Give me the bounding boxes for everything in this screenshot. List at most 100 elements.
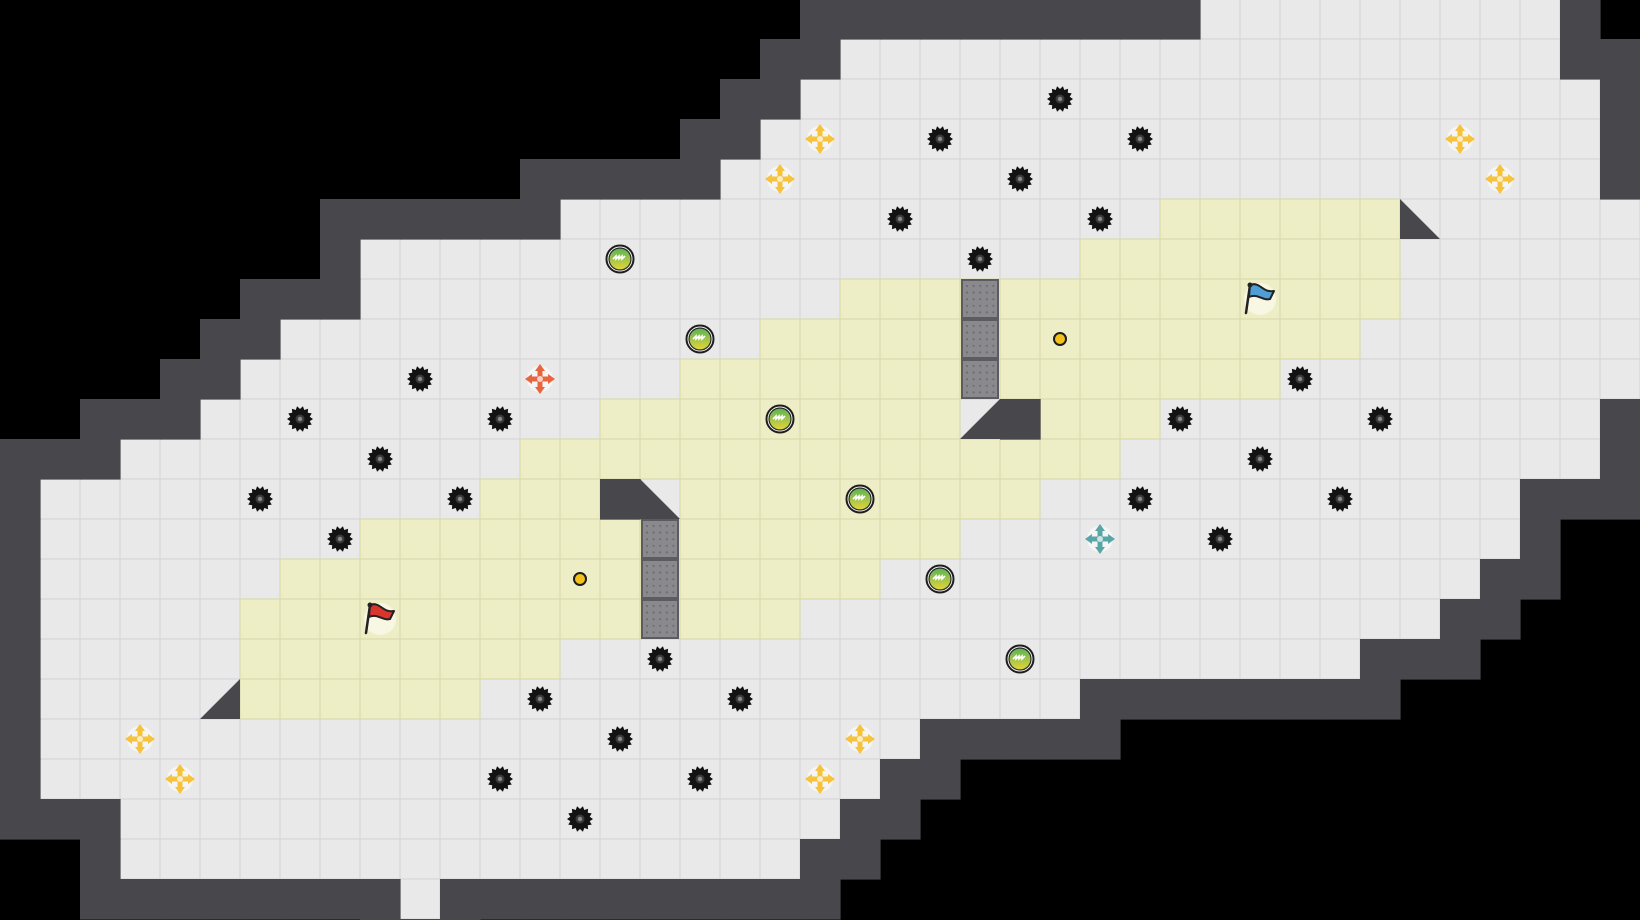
boost-arrow: [815, 124, 825, 131]
bomb-icon[interactable]: [1005, 644, 1035, 674]
bomb-icon[interactable]: [765, 404, 795, 434]
spike-hub: [1137, 496, 1143, 502]
floor-tile: [799, 78, 841, 120]
floor-tile: [1399, 38, 1441, 80]
floor-tile: [999, 518, 1041, 560]
floor-tile: [1479, 78, 1521, 120]
boost-blue-icon[interactable]: [1085, 524, 1115, 554]
gate-dot: [972, 324, 975, 328]
powerup-icon[interactable]: [573, 572, 587, 586]
flag-red-icon[interactable]: [364, 602, 396, 636]
gate-dot: [645, 544, 649, 547]
floor-tile: [1279, 438, 1321, 480]
floor-tile: [719, 798, 761, 840]
bomb-icon[interactable]: [605, 244, 635, 274]
boost-arrow: [815, 787, 825, 794]
gate-dot: [672, 544, 675, 547]
floor-tile: [679, 838, 721, 880]
floor-tile: [1319, 78, 1361, 120]
boost-yellow-icon[interactable]: [805, 124, 835, 154]
floor-tile: [1519, 398, 1561, 440]
team-zone-tile: [1239, 238, 1281, 280]
floor-tile: [1199, 398, 1241, 440]
floor-tile: [1279, 638, 1321, 680]
team-zone-tile: [319, 558, 361, 600]
boost-yellow-icon[interactable]: [845, 724, 875, 754]
floor-tile: [839, 118, 881, 160]
wall-tile: [1080, 719, 1121, 760]
wall-tile: [80, 799, 121, 840]
floor-tile: [1399, 558, 1441, 600]
team-zone-tile: [679, 598, 721, 640]
team-zone-tile: [1239, 318, 1281, 360]
spike-icon: [447, 486, 473, 512]
floor-tile: [719, 158, 761, 200]
bomb-icon[interactable]: [845, 484, 875, 514]
boost-yellow-icon[interactable]: [765, 164, 795, 194]
floor-tile: [1199, 558, 1241, 600]
boost-yellow-icon[interactable]: [165, 764, 195, 794]
gate-dot: [652, 611, 655, 614]
wall-tile: [840, 0, 881, 40]
team-zone-tile: [839, 438, 881, 480]
floor-tile: [1359, 478, 1401, 520]
gate-dot: [659, 591, 662, 594]
team-zone-tile: [759, 518, 801, 560]
floor-tile: [1239, 38, 1281, 80]
floor-tile: [399, 838, 441, 880]
floor-tile: [479, 678, 521, 720]
spike-hub: [577, 816, 583, 822]
floor-tile: [1279, 158, 1321, 200]
floor-tile: [1079, 478, 1121, 520]
gate-dot: [652, 578, 655, 581]
floor-tile: [439, 358, 481, 400]
gate-dot: [979, 304, 982, 307]
floor-tile: [359, 278, 401, 320]
floor-tile: [1039, 678, 1081, 720]
floor-tile: [1239, 78, 1281, 120]
boost-yellow-icon[interactable]: [805, 764, 835, 794]
team-zone-tile: [1199, 358, 1241, 400]
floor-tile: [1599, 198, 1640, 240]
gate-dot: [985, 311, 988, 314]
team-zone-tile: [399, 678, 441, 720]
flag-blue-icon[interactable]: [1244, 282, 1276, 316]
bomb-icon[interactable]: [925, 564, 955, 594]
powerup-icon[interactable]: [1053, 332, 1067, 346]
floor-tile: [1199, 478, 1241, 520]
floor-tile: [1279, 78, 1321, 120]
floor-tile: [479, 438, 521, 480]
floor-tile: [1159, 478, 1201, 520]
gate-dot: [972, 304, 975, 307]
gate-tile: [961, 319, 999, 359]
floor-tile: [1519, 198, 1561, 240]
boost-yellow-icon[interactable]: [125, 724, 155, 754]
floor-tile: [959, 638, 1001, 680]
boost-center: [857, 736, 863, 742]
boost-red-icon[interactable]: [525, 364, 555, 394]
gate-dot: [985, 284, 988, 288]
boost-yellow-icon[interactable]: [1445, 124, 1475, 154]
floor-tile: [1199, 638, 1241, 680]
floor-tile: [119, 638, 161, 680]
gate-dot: [965, 311, 969, 314]
boost-arrow: [1508, 174, 1515, 184]
wall-tile: [1000, 0, 1041, 40]
floor-tile: [559, 398, 601, 440]
floor-tile: [1199, 158, 1241, 200]
gate-dot: [972, 338, 975, 341]
team-zone-tile: [839, 318, 881, 360]
spike-hub: [937, 136, 943, 142]
floor-tile: [159, 838, 201, 880]
bomb-icon[interactable]: [685, 324, 715, 354]
boost-arrow: [845, 734, 852, 744]
gate-dot: [665, 564, 668, 568]
floor-tile: [159, 598, 201, 640]
team-zone-tile: [719, 438, 761, 480]
spike-hub: [1137, 136, 1143, 142]
boost-yellow-icon[interactable]: [1485, 164, 1515, 194]
gate-dot: [665, 544, 668, 547]
floor-tile: [279, 318, 321, 360]
floor-tile: [639, 838, 681, 880]
